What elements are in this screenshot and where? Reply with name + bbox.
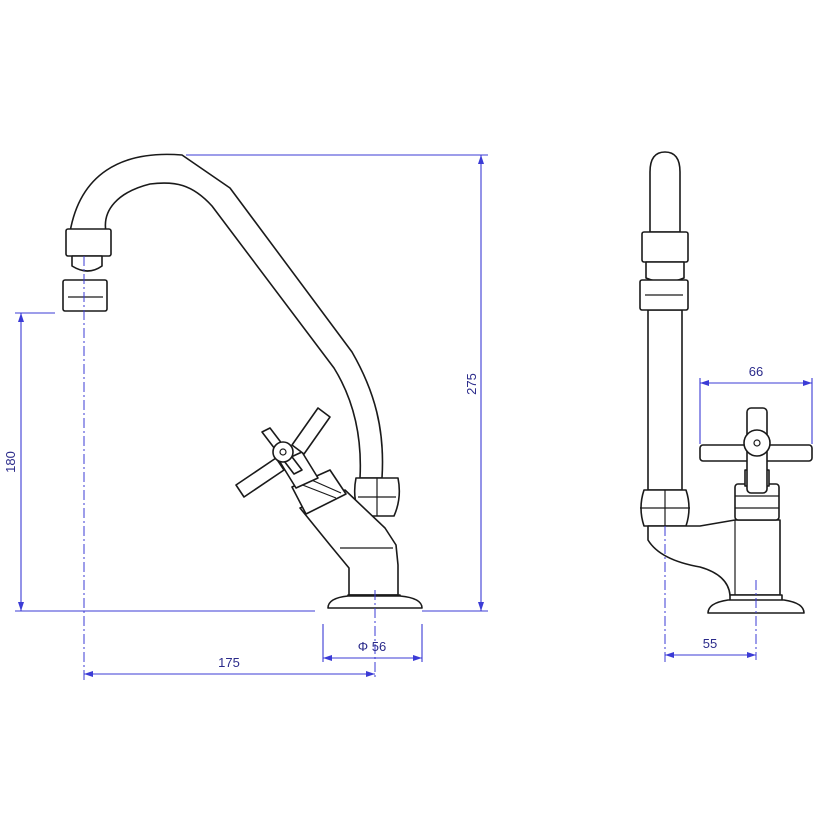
front-swivel-nut [353,477,401,517]
side-swivel-nut [640,489,690,527]
dim-base-diameter-label: Φ 56 [358,639,386,654]
front-base-flange [327,594,423,609]
front-cross-handle [235,407,331,498]
dim-spout-reach-label: 175 [218,655,240,670]
side-dimensions: 66 55 [664,364,813,662]
front-spout [69,153,384,479]
dim-total-height: 275 [186,154,488,612]
front-dimensions: 275 180 175 Φ 56 [3,154,488,680]
dim-base-diameter: Φ 56 [322,624,423,662]
front-valve-body [299,489,399,596]
front-view [62,153,423,678]
dim-spout-height: 180 [3,312,315,612]
side-view [639,151,813,660]
side-body [647,519,781,596]
dim-handle-width: 66 [699,364,813,444]
side-spout [647,151,683,491]
dim-spout-reach: 175 [83,256,375,680]
dim-side-offset-label: 55 [703,636,717,651]
dim-total-height-label: 275 [464,373,479,395]
dim-handle-width-label: 66 [749,364,763,379]
side-aerator [639,231,689,311]
side-cross-handle [699,407,813,494]
front-aerator [62,228,112,312]
dim-spout-height-label: 180 [3,451,18,473]
dim-side-offset: 55 [664,526,756,662]
